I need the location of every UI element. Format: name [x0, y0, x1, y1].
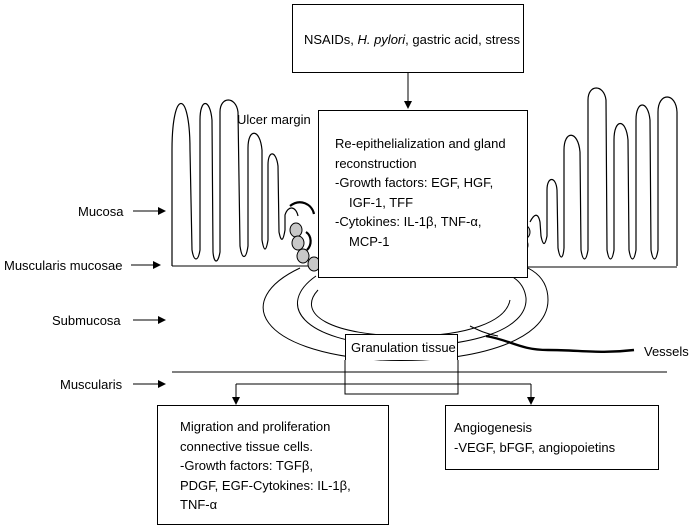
cause-text: NSAIDs, H. pylori, gastric acid, stress — [304, 30, 520, 49]
repair-line-1: Re-epithelialization and gland — [335, 136, 506, 151]
angiogenesis-line-2: -VEGF, bFGF, angiopoietins — [454, 439, 616, 455]
left-ulcer-edge — [289, 201, 316, 215]
repair-line-3: -Growth factors: EGF, HGF, — [335, 175, 494, 190]
migration-line-3: -Growth factors: TGFβ, — [180, 458, 313, 473]
angiogenesis-box: Angiogenesis -VEGF, bFGF, angiopoietins — [445, 405, 659, 470]
granulation-connector — [344, 360, 459, 395]
submucosa-label: Submucosa — [52, 313, 121, 328]
cause-text-prefix: NSAIDs, — [304, 32, 358, 47]
repair-line-6: MCP-1 — [349, 233, 390, 249]
right-mucosa-folds — [529, 87, 678, 266]
muscularis-mucosae-label: Muscularis mucosae — [4, 258, 123, 273]
repair-line-2: reconstruction — [335, 155, 417, 171]
repair-line-5: -Cytokines: IL-1β, TNF-α, — [335, 214, 482, 229]
left-ulcer-edge-lower — [305, 231, 312, 251]
vessel-branch — [469, 325, 499, 337]
cause-text-italic: H. pylori — [357, 32, 406, 47]
vessel-line — [485, 334, 635, 353]
left-mucosa-folds — [171, 99, 299, 266]
cause-text-suffix: , gastric acid, stress — [405, 32, 521, 47]
ulcer-margin-label: Ulcer margin — [237, 112, 311, 127]
granulation-box: Granulation tissue — [345, 334, 458, 360]
left-margin-cells — [289, 222, 321, 272]
granulation-label: Granulation tissue — [351, 340, 456, 355]
migration-line-5: TNF-α — [180, 497, 218, 512]
migration-line-2: connective tissue cells. — [180, 438, 313, 454]
migration-line-4: PDGF, EGF-Cytokines: IL-1β, — [180, 477, 351, 493]
mucosa-label: Mucosa — [78, 204, 124, 219]
vessels-label: Vessels — [644, 344, 689, 359]
repair-line-4: IGF-1, TFF — [349, 194, 414, 210]
repair-box: Re-epithelialization and gland reconstru… — [318, 110, 528, 278]
muscularis-label: Muscularis — [60, 377, 123, 392]
migration-line-1: Migration and proliferation — [180, 419, 331, 434]
cause-box: NSAIDs, H. pylori, gastric acid, stress — [292, 4, 524, 73]
ulcer-crater-inner — [311, 289, 511, 337]
angiogenesis-line-1: Angiogenesis — [454, 420, 533, 435]
migration-box: Migration and proliferation connective t… — [157, 405, 389, 525]
